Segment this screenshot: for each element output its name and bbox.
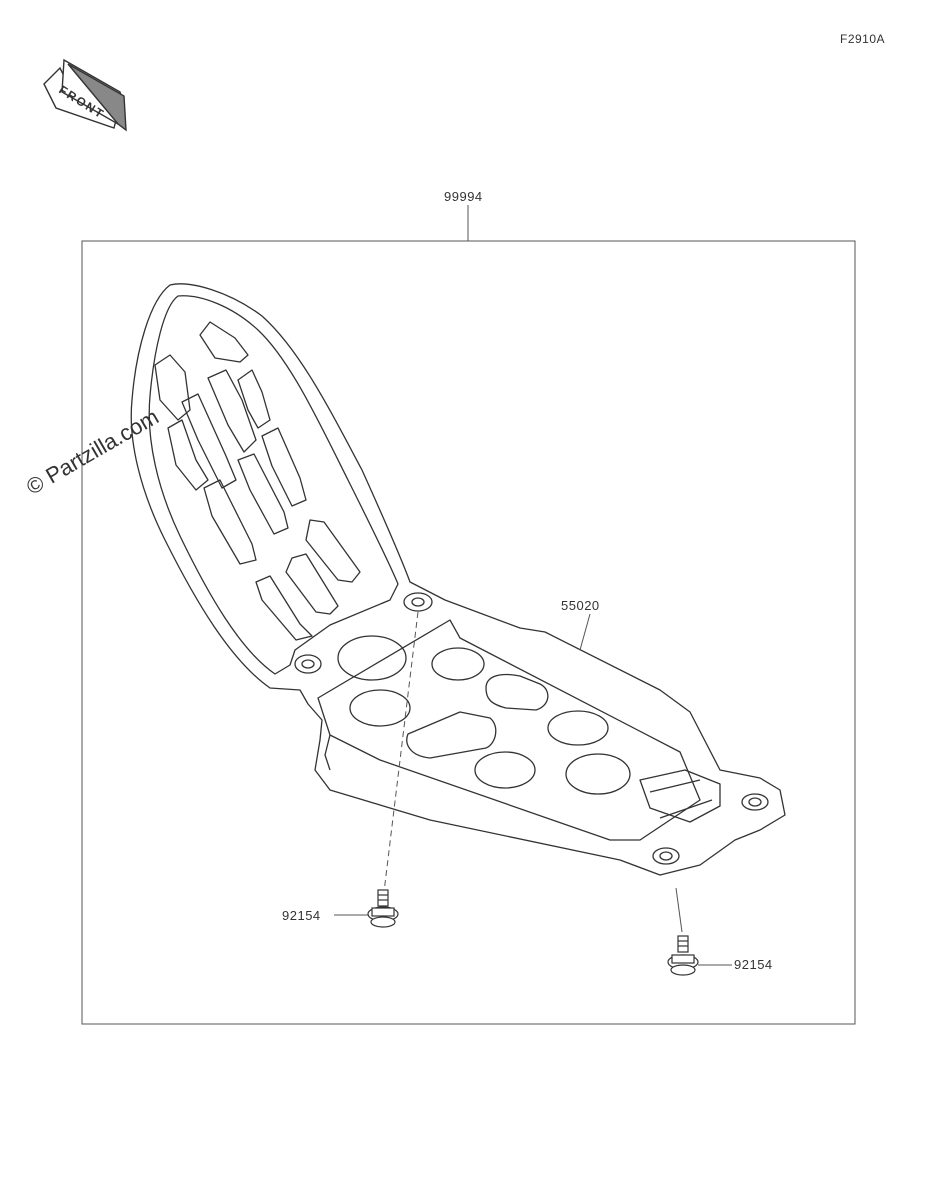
part-label-92154-right[interactable]: 92154 [734, 957, 773, 972]
front-arrow-icon: FRONT [43, 58, 127, 132]
part-label-55020[interactable]: 55020 [561, 598, 600, 613]
figure-code: F2910A [840, 32, 886, 46]
part-label-99994[interactable]: 99994 [444, 189, 483, 204]
assembly-frame [81, 240, 856, 1025]
bolt-guide-b [675, 887, 683, 933]
part-label-92154-left[interactable]: 92154 [282, 908, 321, 923]
bolt-dashed-guide-a [383, 611, 419, 893]
bolt-icon [367, 889, 399, 928]
skid-plate [130, 283, 786, 876]
leader-55020 [579, 613, 591, 651]
bolt-icon [667, 935, 699, 976]
